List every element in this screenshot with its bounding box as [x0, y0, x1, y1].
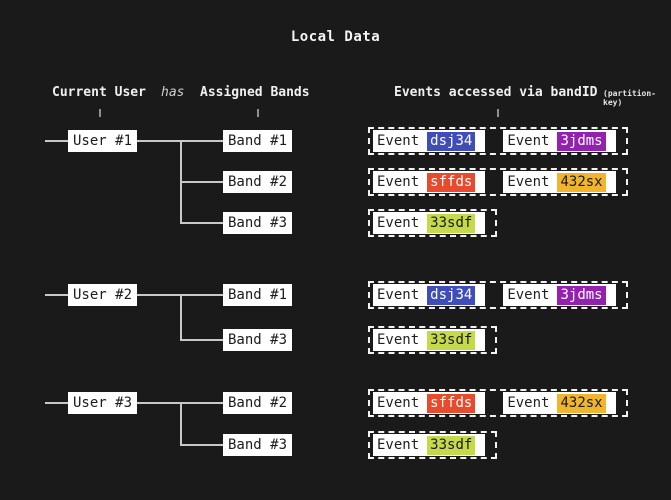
event-id-badge: dsj34 — [427, 131, 476, 151]
event-chip: Event 3jdms — [503, 130, 616, 152]
connector-branch-user3-band3 — [180, 444, 224, 446]
event-chip: Event 33sdf — [373, 329, 486, 351]
connector-branch-user1-band2 — [180, 181, 224, 183]
event-id-badge: 432sx — [557, 172, 606, 192]
event-chip: Event 432sx — [503, 171, 616, 193]
event-chip: Event 33sdf — [373, 212, 486, 234]
event-id-badge: dsj34 — [427, 285, 476, 305]
event-id-badge: sffds — [427, 393, 476, 413]
event-id-badge: 3jdms — [557, 285, 606, 305]
band-node: Band #2 — [223, 392, 293, 414]
event-chip: Event sffds — [373, 392, 486, 414]
user-node: User #3 — [68, 392, 138, 414]
connector-branch-user2-band3 — [180, 339, 224, 341]
event-id-badge: 33sdf — [427, 213, 476, 233]
column-tick-assigned-bands — [257, 109, 259, 117]
event-id-badge: 33sdf — [427, 330, 476, 350]
event-group: Event sffds Event 432sx — [368, 389, 628, 417]
event-chip: Event 432sx — [503, 392, 616, 414]
band-node: Band #2 — [223, 171, 293, 193]
event-id-badge: sffds — [427, 172, 476, 192]
band-node: Band #1 — [223, 284, 293, 306]
event-label: Event — [377, 287, 420, 303]
event-chip: Event 3jdms — [503, 284, 616, 306]
event-chip: Event dsj34 — [373, 284, 486, 306]
connector-stub-user1 — [45, 140, 68, 142]
band-node: Band #3 — [223, 434, 293, 456]
event-chip: Event 33sdf — [373, 434, 486, 456]
event-id-badge: 432sx — [557, 393, 606, 413]
band-node: Band #1 — [223, 130, 293, 152]
event-group: Event dsj34 Event 3jdms — [368, 281, 628, 309]
diagram-title: Local Data — [290, 29, 381, 45]
event-label: Event — [507, 133, 550, 149]
connector-vertical-user2 — [180, 294, 182, 341]
event-group: Event 33sdf — [368, 326, 498, 354]
event-label: Event — [507, 287, 550, 303]
event-group: Event dsj34 Event 3jdms — [368, 127, 628, 155]
event-label: Event — [377, 133, 420, 149]
event-group: Event 33sdf — [368, 209, 498, 237]
header-events: Events accessed via bandID — [394, 85, 598, 100]
user-node: User #2 — [68, 284, 138, 306]
connector-stub-user3 — [45, 402, 68, 404]
event-chip: Event sffds — [373, 171, 486, 193]
connector-vertical-user3 — [180, 402, 182, 446]
event-id-badge: 3jdms — [557, 131, 606, 151]
band-node: Band #3 — [223, 212, 293, 234]
header-has: has — [161, 85, 185, 100]
event-label: Event — [507, 174, 550, 190]
event-chip: Event dsj34 — [373, 130, 486, 152]
band-node: Band #3 — [223, 329, 293, 351]
header-assigned-bands: Assigned Bands — [200, 85, 310, 100]
user-node: User #1 — [68, 130, 138, 152]
column-tick-current-user — [99, 109, 101, 117]
event-group: Event sffds Event 432sx — [368, 168, 628, 196]
connector-stub-user2 — [45, 294, 68, 296]
event-label: Event — [377, 174, 420, 190]
event-label: Event — [377, 215, 420, 231]
event-label: Event — [377, 395, 420, 411]
event-group: Event 33sdf — [368, 431, 498, 459]
event-label: Event — [507, 395, 550, 411]
connector-branch-user1-band3 — [180, 222, 224, 224]
event-label: Event — [377, 332, 420, 348]
column-tick-events — [497, 109, 499, 117]
header-current-user: Current User — [52, 85, 146, 100]
event-id-badge: 33sdf — [427, 435, 476, 455]
event-label: Event — [377, 437, 420, 453]
header-partition-key: (partition-key) — [603, 89, 656, 107]
